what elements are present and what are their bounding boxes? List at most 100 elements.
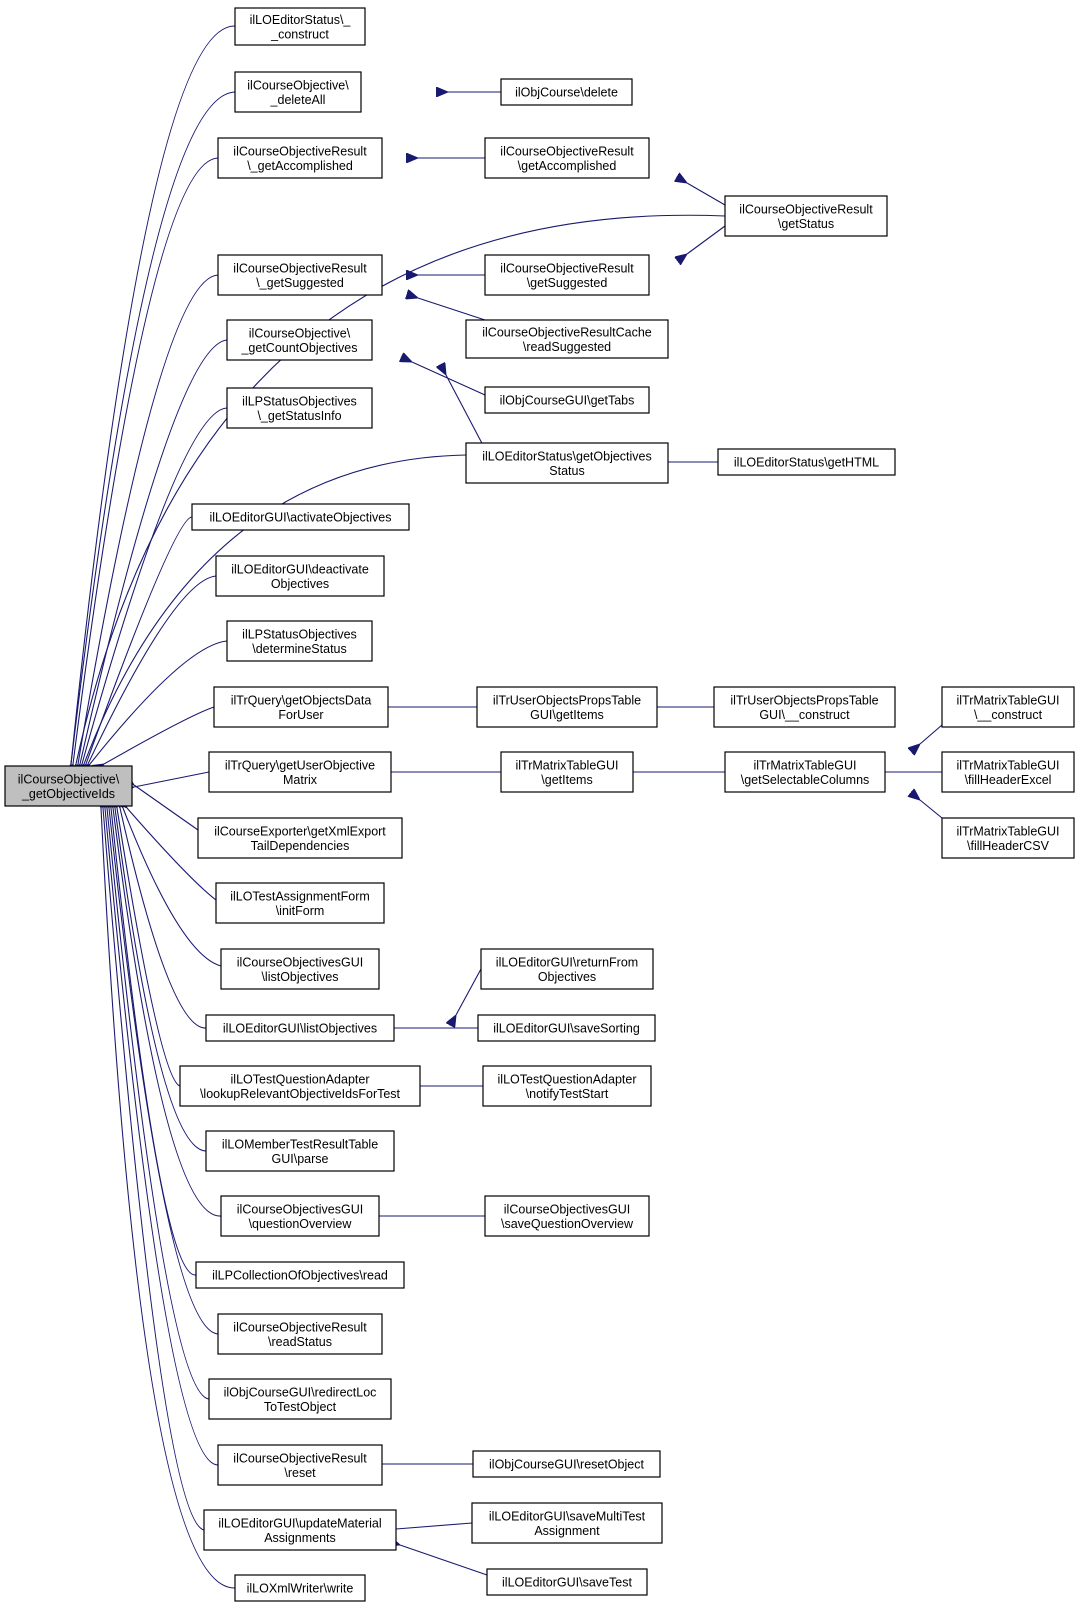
node-box — [234, 71, 362, 113]
graph-node[interactable]: ilLOEditorGUI\saveTest — [486, 1568, 648, 1596]
graph-node[interactable]: ilLOEditorGUI\saveSorting — [477, 1014, 656, 1042]
graph-node[interactable]: ilLOTestAssignmentForm\initForm — [215, 882, 385, 924]
graph-node[interactable]: ilCourseObjectiveResultCache\readSuggest… — [465, 319, 669, 359]
graph-node[interactable]: ilTrMatrixTableGUI\fillHeaderCSV — [941, 817, 1075, 859]
graph-node[interactable]: ilLPStatusObjectives\determineStatus — [226, 620, 373, 662]
node-label: \getAccomplished — [518, 159, 617, 173]
graph-node[interactable]: ilCourseObjectiveResult\reset — [217, 1444, 383, 1486]
graph-node[interactable]: ilTrMatrixTableGUI\fillHeaderExcel — [941, 751, 1075, 793]
graph-node[interactable]: ilLOEditorGUI\listObjectives — [205, 1014, 395, 1042]
edge-n18-to-focus — [104, 706, 215, 764]
node-label: ilLOXmlWriter\write — [247, 1582, 354, 1596]
graph-node[interactable]: ilCourseObjectiveResult\getStatus — [724, 195, 888, 237]
node-box — [482, 1065, 652, 1107]
edge-n6-to-n5 — [687, 183, 726, 206]
edge-n27-to-focus — [134, 785, 199, 831]
node-label: ilLOEditorGUI\saveMultiTest — [489, 1509, 646, 1523]
node-label: ilCourseObjectivesGUI — [237, 955, 363, 969]
node-label: ilCourseObjectivesGUI — [504, 1202, 630, 1216]
focus-node[interactable]: ilCourseObjective\_getObjectiveIds — [4, 765, 133, 807]
graph-node[interactable]: ilCourseObjective\_deleteAll — [234, 71, 362, 113]
node-label: ilLPStatusObjectives — [242, 627, 357, 641]
graph-node[interactable]: ilCourseObjectiveResult\getAccomplished — [484, 137, 650, 179]
graph-node[interactable]: ilLOXmlWriter\write — [234, 1574, 366, 1602]
edge-n39-to-focus — [109, 808, 219, 1335]
node-label: ilObjCourseGUI\getTabs — [500, 394, 635, 408]
node-label: \fillHeaderExcel — [965, 773, 1052, 787]
node-box — [472, 1450, 661, 1478]
graph-node[interactable]: ilCourseObjectiveResult\_getAccomplished — [217, 137, 383, 179]
graph-node[interactable]: ilCourseObjectiveResult\_getSuggested — [217, 254, 383, 296]
graph-node[interactable]: ilObjCourseGUI\resetObject — [472, 1450, 661, 1478]
node-label: \__construct — [974, 708, 1043, 722]
node-label: ilCourseObjectiveResult — [233, 261, 367, 275]
edge-n40-to-focus — [107, 808, 210, 1400]
edge-n38-to-focus — [111, 808, 197, 1276]
node-label: ilTrUserObjectsPropsTable — [493, 693, 641, 707]
graph-node[interactable]: ilTrMatrixTableGUI\__construct — [941, 686, 1075, 728]
node-label: \questionOverview — [249, 1217, 353, 1231]
node-label: ilLOEditorGUI\deactivate — [231, 562, 369, 576]
node-label: ilLOMemberTestResultTable — [222, 1137, 378, 1151]
graph-node[interactable]: ilLOTestQuestionAdapter\notifyTestStart — [482, 1065, 652, 1107]
node-label: ilObjCourseGUI\redirectLoc — [224, 1385, 377, 1399]
node-label: \lookupRelevantObjectiveIdsForTest — [200, 1087, 401, 1101]
graph-node[interactable]: ilTrMatrixTableGUI\getSelectableColumns — [724, 751, 886, 793]
node-label: ilCourseExporter\getXmlExport — [214, 824, 386, 838]
graph-node[interactable]: ilTrMatrixTableGUI\getItems — [500, 751, 634, 793]
graph-node[interactable]: ilCourseObjectiveResult\getSuggested — [484, 254, 650, 296]
graph-node[interactable]: ilObjCourseGUI\getTabs — [484, 386, 650, 414]
graph-nodes: ilCourseObjective\_getObjectiveIds ilLOEd… — [4, 7, 1075, 1602]
node-label: ilCourseObjectiveResult — [233, 1320, 367, 1334]
graph-node[interactable]: ilCourseObjectivesGUI\saveQuestionOvervi… — [484, 1195, 650, 1237]
node-label: ilLOEditorStatus\getHTML — [734, 456, 879, 470]
graph-node[interactable]: ilLOEditorStatus\__construct — [234, 7, 366, 46]
node-label: \notifyTestStart — [526, 1087, 609, 1101]
graph-node[interactable]: ilObjCourse\delete — [500, 78, 633, 106]
node-box — [220, 1195, 380, 1237]
graph-node[interactable]: ilCourseExporter\getXmlExportTailDepende… — [197, 817, 403, 859]
node-label: \listObjectives — [261, 970, 338, 984]
graph-node[interactable]: ilLOEditorStatus\getHTML — [717, 448, 896, 476]
node-label: ToTestObject — [264, 1400, 337, 1414]
node-label: ilLOEditorGUI\saveSorting — [493, 1022, 640, 1036]
graph-node[interactable]: ilLPCollectionOfObjectives\read — [195, 1261, 405, 1289]
node-box — [195, 1261, 405, 1289]
graph-node[interactable]: ilCourseObjectivesGUI\listObjectives — [220, 948, 380, 990]
node-box — [217, 1313, 383, 1355]
node-box — [213, 686, 389, 728]
node-label: ilCourseObjectiveResult — [233, 144, 367, 158]
edge-n35-to-focus — [115, 808, 207, 1152]
graph-node[interactable]: ilLOTestQuestionAdapter\lookupRelevantOb… — [179, 1065, 421, 1107]
graph-node[interactable]: ilLOEditorGUI\activateObjectives — [191, 503, 410, 531]
node-label: ilLOEditorGUI\listObjectives — [223, 1022, 377, 1036]
graph-node[interactable]: ilCourseObjectivesGUI\questionOverview — [220, 1195, 380, 1237]
node-label: TailDependencies — [251, 839, 350, 853]
node-label: ilTrMatrixTableGUI — [753, 758, 856, 772]
node-label: ilCourseObjectiveResult — [500, 261, 634, 275]
node-label: ilLOTestQuestionAdapter — [498, 1072, 637, 1086]
edge-n13-to-n10 — [446, 375, 486, 450]
edge-n6-to-n8 — [687, 225, 726, 254]
edge-n21-to-n24 — [920, 724, 943, 744]
graph-node[interactable]: ilCourseObjective\_getCountObjectives — [226, 319, 373, 361]
node-label: _getObjectiveIds — [21, 787, 115, 801]
node-label: \fillHeaderCSV — [967, 839, 1050, 853]
graph-node[interactable]: ilLPStatusObjectives\_getStatusInfo — [226, 387, 373, 429]
node-box — [724, 751, 886, 793]
node-label: ilLOEditorGUI\saveTest — [502, 1576, 632, 1590]
edge-n12-to-focus — [82, 407, 228, 764]
edge-n31-to-focus — [120, 808, 207, 1029]
graph-node[interactable]: ilCourseObjectiveResult\readStatus — [217, 1313, 383, 1355]
